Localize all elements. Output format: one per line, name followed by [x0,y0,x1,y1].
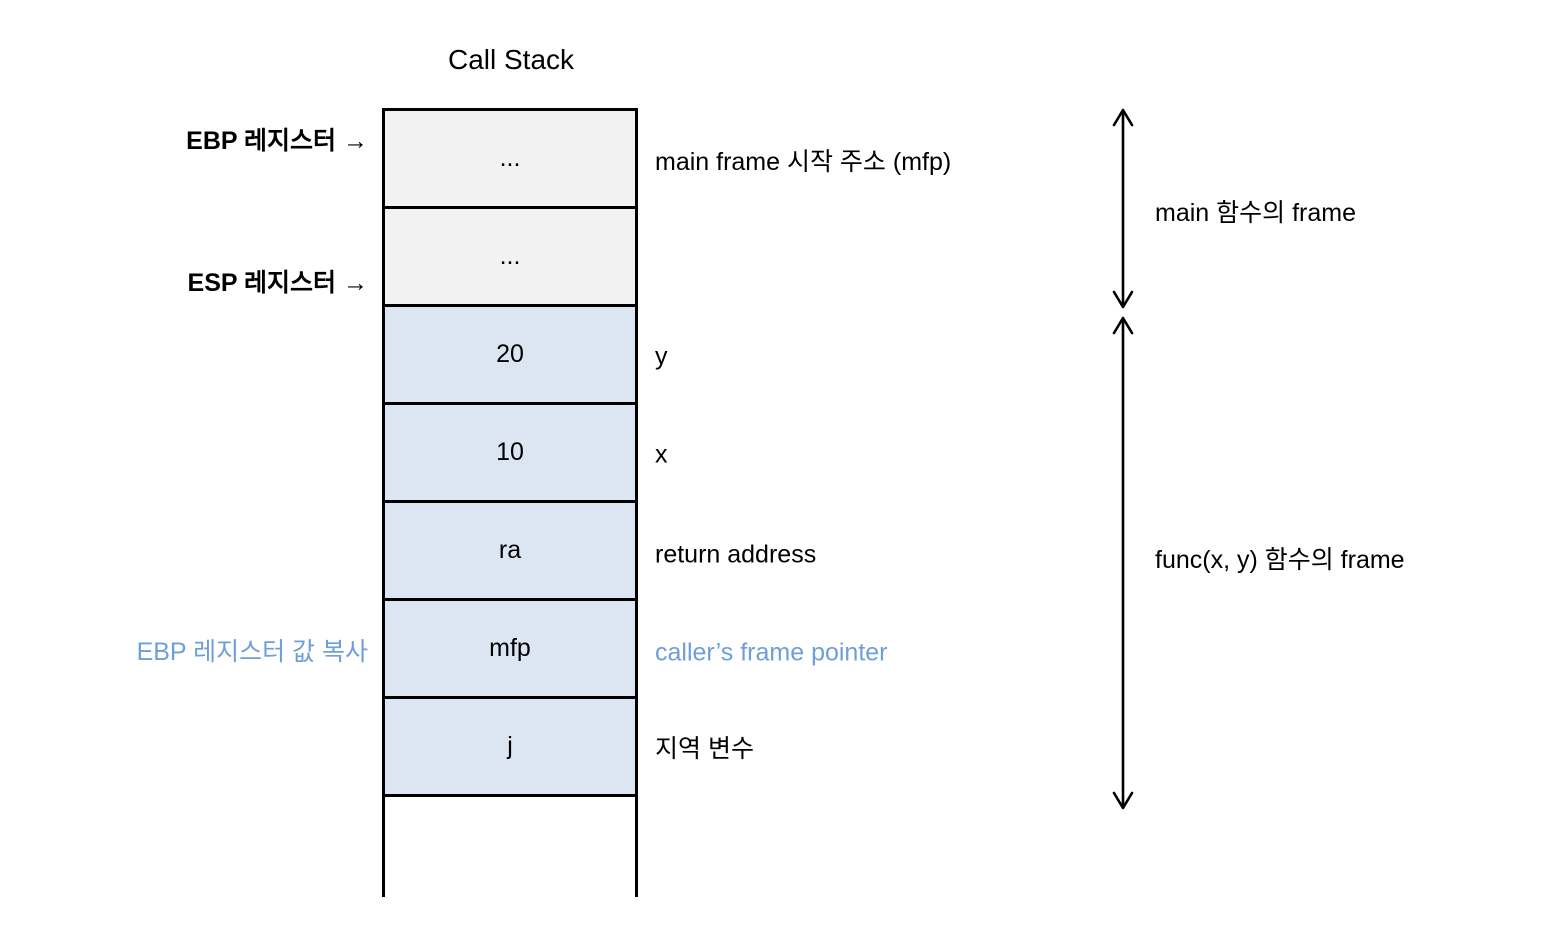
cell-value: j [507,732,513,760]
stack-cell-open-bottom [385,797,635,897]
cell-value: ra [498,536,522,564]
stack-cell-ra: ra [385,503,635,601]
label-main-frame-start-address: main frame 시작 주소 (mfp) [655,148,952,176]
cell-value: 20 [496,340,524,368]
stack-cell-j: j [385,699,635,797]
diagram-title: Call Stack [447,44,575,75]
cell-value: mfp [489,634,531,662]
arrowhead-up [1112,108,1134,127]
arrowhead-down [1112,791,1134,810]
stack-cell-y: 20 [385,307,635,405]
arrowhead-up [1112,316,1134,335]
cell-value: ... [499,242,521,270]
cell-value: 10 [496,438,524,466]
ebp-register-pointer-label: EBP 레지스터 → [186,127,368,155]
func-frame-label: func(x, y) 함수의 frame [1155,546,1405,574]
stack-cell-main-top: ... [385,111,635,209]
stack-cell-mfp: mfp [385,601,635,699]
call-stack-box: ... ... 20 10 ra mfp j [382,108,638,897]
ebp-register-copy-label: EBP 레지스터 값 복사 [136,638,368,666]
cell-value: ... [499,144,521,172]
main-frame-label: main 함수의 frame [1155,199,1356,227]
label-return-address: return address [655,540,817,569]
frame-extent-arrows [1112,108,1134,810]
label-x: x [655,440,668,469]
label-y: y [655,342,668,371]
label-callers-frame-pointer: caller’s frame pointer [655,638,888,667]
label-local-variable: 지역 변수 [655,735,754,763]
arrowhead-down [1112,290,1134,309]
stack-cell-x: 10 [385,405,635,503]
stack-cell-main-bottom: ... [385,209,635,307]
esp-register-pointer-label: ESP 레지스터 → [187,269,368,297]
